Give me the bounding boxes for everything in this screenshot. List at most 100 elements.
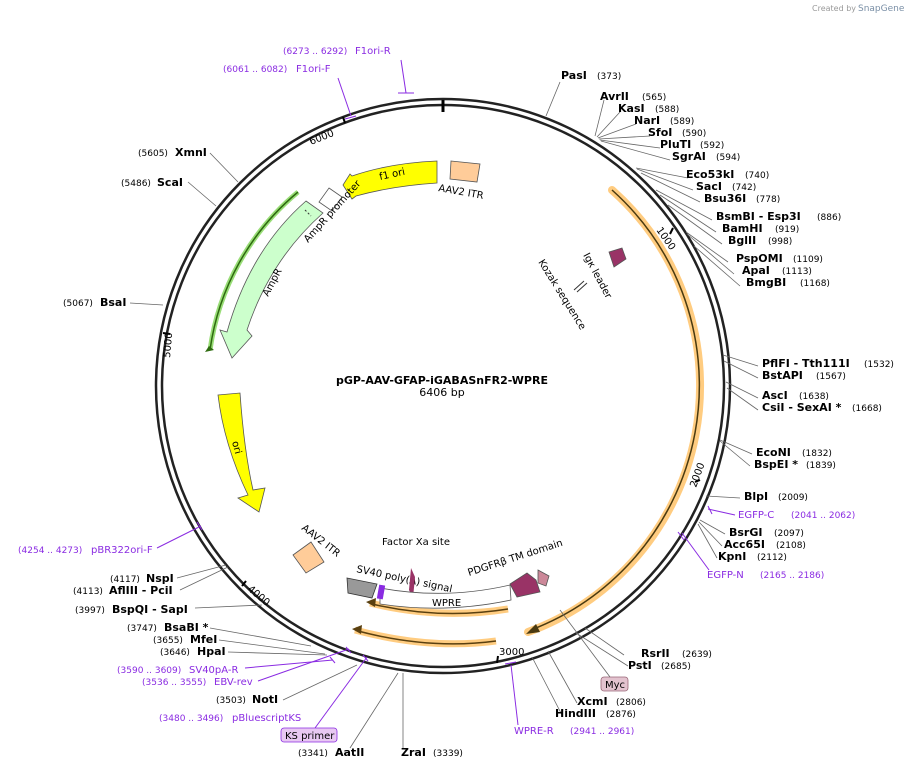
enzyme-name-eco53ki[interactable]: Eco53kI xyxy=(686,168,734,181)
primer-range-pbr322ori-f: (4254 .. 4273) xyxy=(18,546,82,556)
enzyme-name-acc65i[interactable]: Acc65I xyxy=(724,538,765,551)
enzyme-name-avrii[interactable]: AvrII xyxy=(600,90,629,103)
enzyme-name-bamhi[interactable]: BamHI xyxy=(722,222,763,235)
pdgfrb-label: PDGFRβ TM domain xyxy=(467,538,565,579)
orf-arrow-head xyxy=(526,624,540,634)
enzyme-name-blpi[interactable]: BlpI xyxy=(744,490,768,503)
enzyme-name-rsrii[interactable]: RsrII xyxy=(641,647,670,660)
kozak-mark-b xyxy=(576,282,588,293)
ampr-promoter-feature[interactable] xyxy=(318,187,343,212)
ampr-feature[interactable] xyxy=(219,200,324,359)
factor-xa-feature[interactable] xyxy=(409,568,415,598)
primer-name-f1ori-r[interactable]: F1ori-R xyxy=(355,46,391,57)
enzyme-name-bglii[interactable]: BglII xyxy=(728,234,756,247)
primer-name-wpre-r[interactable]: WPRE-R xyxy=(514,726,554,737)
enzyme-name-psti[interactable]: PstI xyxy=(628,659,652,672)
igk-leader-feature[interactable] xyxy=(608,247,627,268)
pdgfrb-feature[interactable] xyxy=(509,572,541,598)
primer-name-pbluescriptks[interactable]: pBluescriptKS xyxy=(232,713,301,724)
enzyme-name-bsabi[interactable]: BsaBI * xyxy=(164,621,209,634)
enzyme-pos-bamhi: (919) xyxy=(775,225,799,235)
enzyme-pos-avrii: (565) xyxy=(642,93,666,103)
lower-arc-2-core xyxy=(371,603,509,615)
enzyme-pos-eco53ki: (740) xyxy=(745,171,769,181)
enzyme-name-zrai[interactable]: ZraI xyxy=(401,746,426,759)
enzyme-pos-mfei: (3655) xyxy=(153,636,183,646)
primer-leaders xyxy=(156,59,736,729)
enzyme-name-nspi[interactable]: NspI xyxy=(146,572,174,585)
ori-feature[interactable] xyxy=(217,392,266,513)
enzyme-name-nari[interactable]: NarI xyxy=(634,114,660,127)
enzyme-name-xcmi[interactable]: XcmI xyxy=(577,695,608,708)
tick-label-3000: 3000 xyxy=(499,647,524,658)
myc-box[interactable] xyxy=(600,676,629,692)
enzyme-name-sgrai[interactable]: SgrAI xyxy=(672,150,706,163)
tick-mark-4000 xyxy=(241,580,247,587)
enzyme-pos-nspi: (4117) xyxy=(110,575,140,585)
aav2-itr-bottom-feature[interactable] xyxy=(292,541,325,574)
ks-primer-box[interactable] xyxy=(280,727,338,743)
enzyme-pos-sfoi: (590) xyxy=(682,129,706,139)
enzyme-pos-apai: (1113) xyxy=(782,267,812,277)
enzyme-name-pasi[interactable]: PasI xyxy=(561,69,587,82)
enzyme-pos-nari: (589) xyxy=(670,117,694,127)
enzyme-name-bsmbi[interactable]: BsmBI - Esp3I xyxy=(716,210,801,223)
enzyme-pos-csii: (1668) xyxy=(852,404,882,414)
primer-name-ebv-rev[interactable]: EBV-rev xyxy=(214,677,253,688)
sv40-polya-feature[interactable] xyxy=(346,577,378,599)
myc-feature[interactable] xyxy=(537,569,550,587)
wpre-feature[interactable] xyxy=(379,584,512,609)
enzyme-name-bsu36i[interactable]: Bsu36I xyxy=(704,192,746,205)
enzyme-name-pflfi[interactable]: PflFI - Tth111I xyxy=(762,357,850,370)
enzyme-name-aatii[interactable]: AatII xyxy=(335,746,364,759)
primer-labels: (6273 .. 6292) F1ori-R (6061 .. 6082) F1… xyxy=(18,46,855,737)
aav2-itr-top-feature[interactable] xyxy=(449,160,481,183)
primer-name-f1ori-f[interactable]: F1ori-F xyxy=(296,64,331,75)
f1-ori-feature[interactable] xyxy=(342,160,438,200)
enzyme-name-apai[interactable]: ApaI xyxy=(742,264,770,277)
primer-name-pbr322ori-f[interactable]: pBR322ori-F xyxy=(91,545,153,556)
enzyme-pos-rsrii: (2639) xyxy=(682,650,712,660)
enzyme-name-asci[interactable]: AscI xyxy=(762,389,788,402)
enzyme-name-csii[interactable]: CsiI - SexAI * xyxy=(762,401,842,414)
enzyme-name-noti[interactable]: NotI xyxy=(252,693,278,706)
enzyme-name-kpni[interactable]: KpnI xyxy=(718,550,746,563)
factor-xa-label: Factor Xa site xyxy=(382,537,450,548)
ks-primer-label: KS primer xyxy=(285,731,335,742)
ampr-dashed xyxy=(304,209,312,217)
enzyme-name-bmgbi[interactable]: BmgBI xyxy=(746,276,786,289)
tick-mark-6000 xyxy=(342,116,346,124)
enzyme-name-bsrgi[interactable]: BsrGI xyxy=(729,526,762,539)
enzyme-pos-bsai: (5067) xyxy=(63,299,93,309)
enzyme-pos-pspomi: (1109) xyxy=(793,255,823,265)
enzyme-name-xmni[interactable]: XmnI xyxy=(175,146,207,159)
enzyme-name-sfoi[interactable]: SfoI xyxy=(648,126,672,139)
enzyme-pos-xcmi: (2806) xyxy=(616,698,646,708)
enzyme-name-bspei[interactable]: BspEI * xyxy=(754,458,798,471)
primer-range-f1ori-r: (6273 .. 6292) xyxy=(283,47,347,57)
primer-name-egfp-c[interactable]: EGFP-C xyxy=(738,510,774,521)
primer-range-ebv-rev: (3536 .. 3555) xyxy=(142,678,206,688)
enzyme-name-mfei[interactable]: MfeI xyxy=(190,633,217,646)
enzyme-name-hpai[interactable]: HpaI xyxy=(197,645,226,658)
enzyme-name-hindiii[interactable]: HindIII xyxy=(555,707,596,720)
enzyme-pos-psti: (2685) xyxy=(661,662,691,672)
primer-name-sv40pa-r[interactable]: SV40pA-R xyxy=(189,665,238,676)
enzyme-name-scai[interactable]: ScaI xyxy=(157,176,183,189)
enzyme-name-bspqi[interactable]: BspQI - SapI xyxy=(112,603,188,616)
primer-name-egfp-n[interactable]: EGFP-N xyxy=(707,570,744,581)
enzyme-name-bstapi[interactable]: BstAPI xyxy=(762,369,803,382)
tick-label-5000: 5000 xyxy=(162,332,175,358)
orf-core-arc xyxy=(530,189,701,631)
enzyme-name-kasi[interactable]: KasI xyxy=(618,102,645,115)
myc-label: Myc xyxy=(605,680,625,691)
enzyme-name-saci[interactable]: SacI xyxy=(696,180,722,193)
enzyme-name-bsai[interactable]: BsaI xyxy=(100,296,126,309)
enzyme-name-afliii[interactable]: AflIII - PciI xyxy=(109,584,173,597)
tick-mark-3000 xyxy=(496,655,499,664)
lower-arc-2-head xyxy=(366,598,376,607)
enzyme-name-pluti[interactable]: PluTI xyxy=(660,138,691,151)
enzyme-pos-hindiii: (2876) xyxy=(606,710,636,720)
enzyme-name-econi[interactable]: EcoNI xyxy=(756,446,791,459)
enzyme-name-pspomi[interactable]: PspOMI xyxy=(736,252,783,265)
